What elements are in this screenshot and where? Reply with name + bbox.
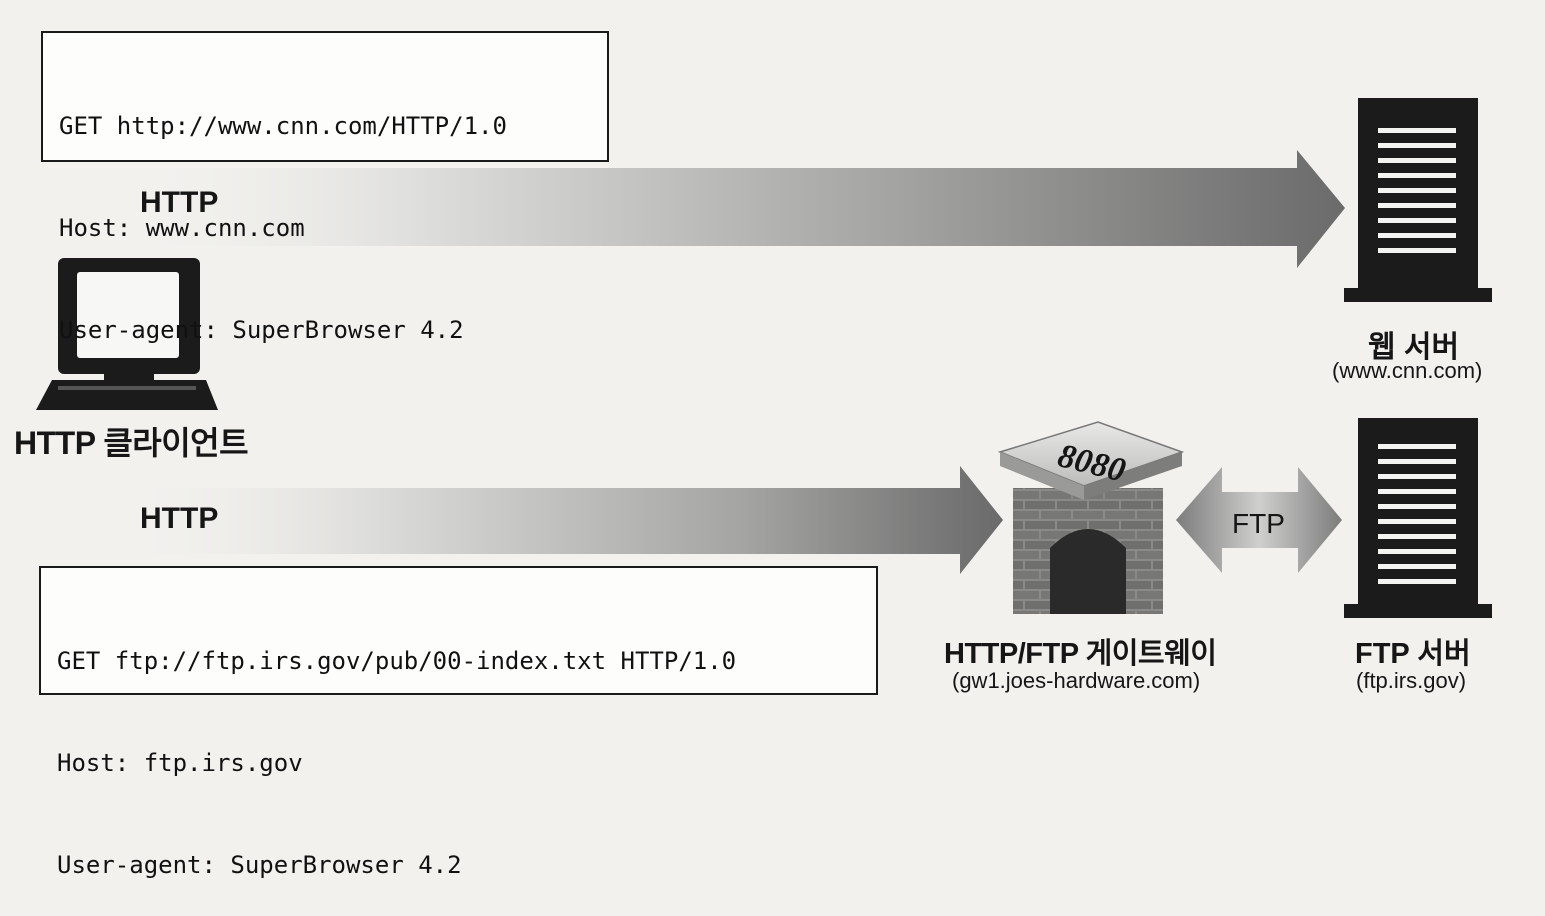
user-agent-header: User-agent: SuperBrowser 4.2 [57, 851, 462, 879]
server-slat [1378, 564, 1456, 569]
ftp-arrow-protocol-label: FTP [1232, 508, 1285, 539]
server-slat [1378, 519, 1456, 524]
web-server-host: (www.cnn.com) [1332, 358, 1483, 383]
server-slats [1378, 128, 1456, 253]
web-server-icon [1344, 98, 1492, 302]
server-slat [1378, 173, 1456, 178]
gateway-icon: 8080 [997, 421, 1185, 614]
ftp-server-icon [1344, 418, 1492, 618]
client-label: HTTP 클라이언트 [14, 425, 249, 461]
request-line: GET http://www.cnn.com/HTTP/1.0 [59, 112, 507, 140]
server-slat [1378, 459, 1456, 464]
server-slat [1378, 128, 1456, 133]
computer-icon [36, 258, 218, 410]
http-request-box: GET http://www.cnn.com/HTTP/1.0 Host: ww… [41, 31, 609, 344]
host-header: Host: ftp.irs.gov [57, 749, 303, 777]
gateway-label: HTTP/FTP 게이트웨이 [944, 638, 1217, 670]
server-slat [1378, 444, 1456, 449]
http-arrow-top [130, 150, 1345, 268]
bottom-arrow-protocol-label: HTTP [140, 502, 219, 535]
server-slat [1378, 474, 1456, 479]
ftp-server-label: FTP 서버 [1355, 638, 1471, 670]
server-slats [1378, 444, 1456, 584]
host-header: Host: www.cnn.com [59, 214, 305, 242]
ftp-server-host: (ftp.irs.gov) [1356, 668, 1467, 693]
top-arrow-protocol-label: HTTP [140, 186, 219, 219]
ftp-double-arrow [1176, 467, 1342, 573]
server-slat [1378, 143, 1456, 148]
diagram-canvas: 8080 [36, 98, 1492, 618]
web-server-label: 웹 서버 [1368, 331, 1460, 364]
server-slat [1378, 248, 1456, 253]
gateway-host: (gw1.joes-hardware.com) [952, 668, 1201, 693]
ftp-request-box: GET ftp://ftp.irs.gov/pub/00-index.txt H… [39, 566, 878, 879]
user-agent-header: User-agent: SuperBrowser 4.2 [59, 316, 464, 344]
server-slat [1378, 489, 1456, 494]
http-arrow-bottom [120, 466, 1003, 574]
server-slat [1378, 504, 1456, 509]
server-slat [1378, 534, 1456, 539]
server-slat [1378, 203, 1456, 208]
server-slat [1378, 233, 1456, 238]
server-slat [1378, 549, 1456, 554]
server-slat [1378, 188, 1456, 193]
server-slat [1378, 579, 1456, 584]
server-slat [1378, 218, 1456, 223]
server-slat [1378, 158, 1456, 163]
request-line: GET ftp://ftp.irs.gov/pub/00-index.txt H… [57, 647, 737, 675]
